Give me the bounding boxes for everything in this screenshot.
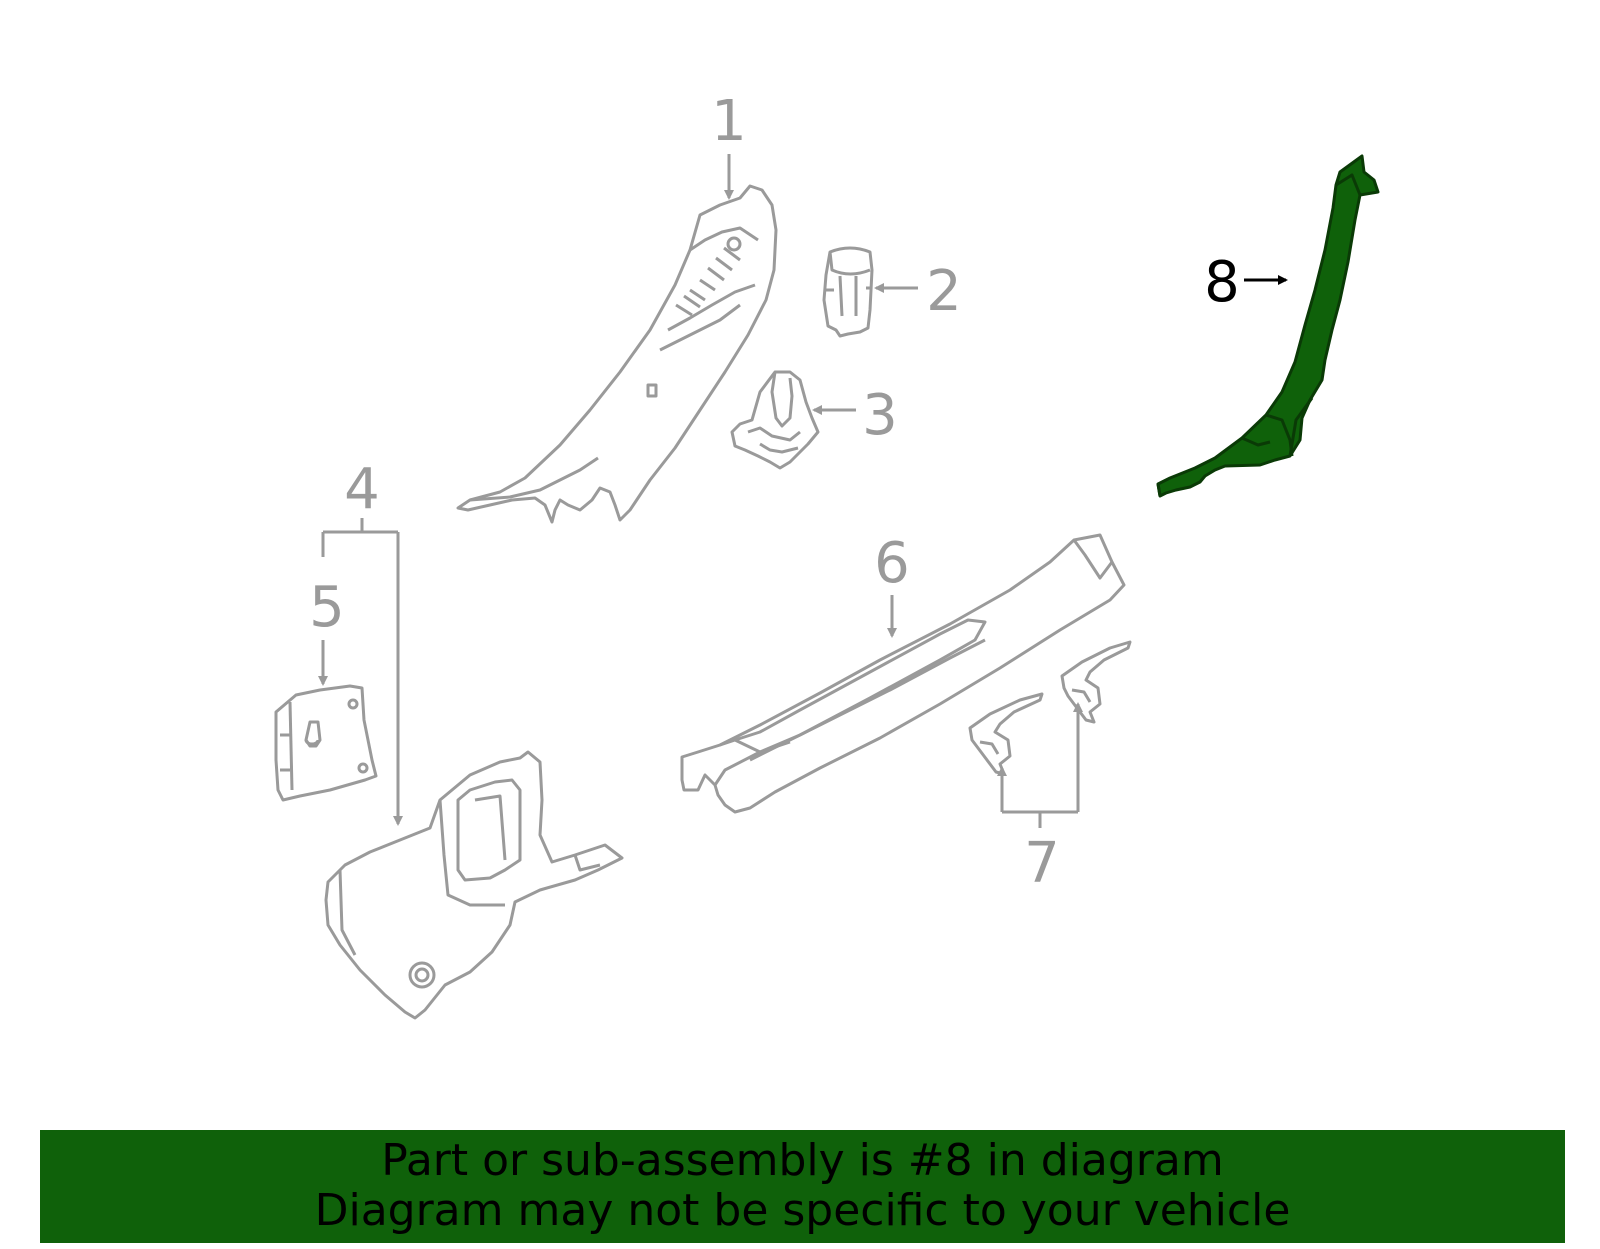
part-2-clip[interactable] [822, 246, 874, 338]
info-banner: Part or sub-assembly is #8 in diagram Di… [40, 1130, 1565, 1243]
leader-lines [318, 154, 1083, 828]
callout-1: 1 [711, 89, 747, 154]
part-1-pillar-trim[interactable] [456, 184, 778, 524]
callout-5: 5 [309, 575, 345, 640]
callout-6: 6 [874, 531, 910, 596]
banner-line-1: Part or sub-assembly is #8 in diagram [381, 1135, 1224, 1186]
callout-8: 8 [1204, 250, 1240, 315]
callout-2: 2 [926, 259, 962, 324]
callout-3: 3 [862, 383, 898, 448]
callout-7: 7 [1024, 831, 1060, 896]
part-7-clips[interactable] [968, 640, 1132, 776]
part-5-bracket[interactable] [274, 684, 378, 802]
banner-line-2: Diagram may not be specific to your vehi… [314, 1185, 1291, 1236]
part-8-highlighted-trim[interactable] [1156, 154, 1380, 498]
part-6-sill-plate[interactable] [680, 533, 1126, 814]
part-3-retainer[interactable] [730, 370, 820, 470]
callout-4: 4 [344, 457, 380, 522]
part-4-kick-panel[interactable] [324, 750, 624, 1020]
